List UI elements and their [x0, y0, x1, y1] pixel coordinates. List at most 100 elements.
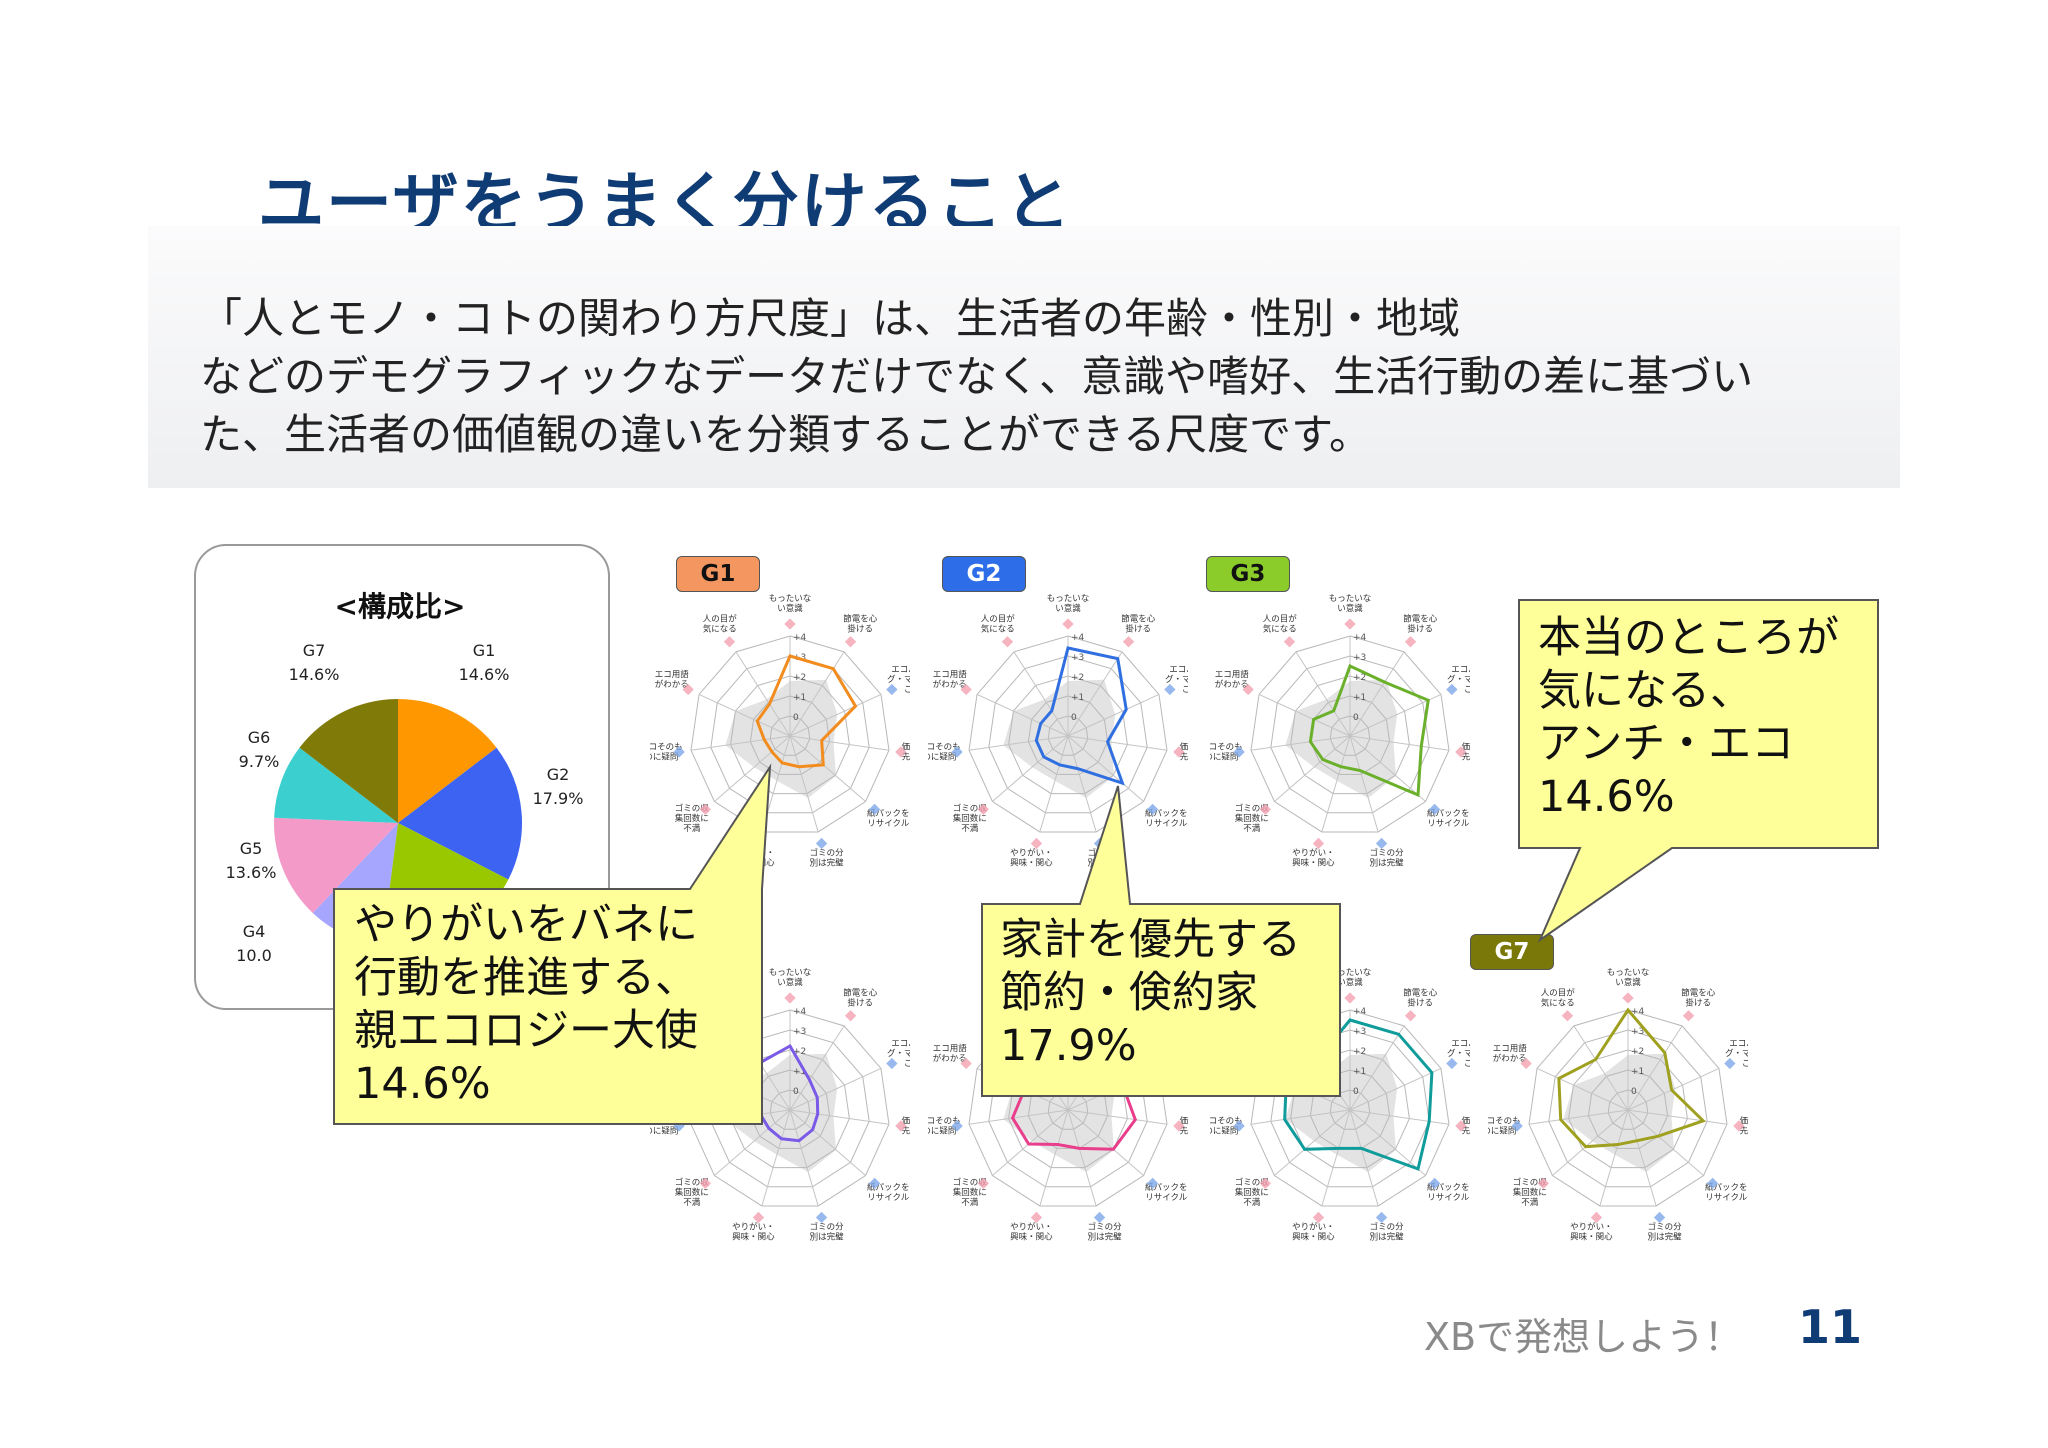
callout-line: やりがいをバネに: [354, 900, 698, 950]
radar-ring: [1548, 1029, 1708, 1188]
radar-ring: [1027, 695, 1109, 775]
radar-axis-label: もったいない意識: [1047, 594, 1090, 614]
lead-line: た、生活者の価値観の違いを分類することができる尺度です。: [200, 410, 1371, 459]
radar-spoke: [789, 735, 819, 833]
radar-spoke: [1067, 735, 1097, 833]
lead-line: 「人とモノ・コトの関わり方尺度」は、生活者の年齢・性別・地域: [200, 294, 1461, 343]
radar-marker: [1446, 1057, 1458, 1070]
radar-tick: +1: [1353, 1067, 1366, 1077]
radar-axis-label: 節電を心掛ける: [1681, 988, 1716, 1009]
radar-spoke: [1274, 1109, 1351, 1176]
radar-series-g2: [1034, 646, 1128, 786]
radar-ring: [1607, 1089, 1649, 1130]
radar-tick: 0: [793, 713, 799, 723]
radar-spoke: [976, 694, 1069, 737]
radar-series-g7: [1557, 1007, 1707, 1149]
radar-tick: +2: [1631, 1047, 1644, 1057]
pie-slice-g6: [274, 747, 398, 823]
radar-spoke: [1349, 1109, 1379, 1207]
radar-marker: [1344, 992, 1356, 1004]
radar-spoke: [789, 1109, 866, 1176]
callout-line: 節約・倹約家: [1000, 968, 1258, 1018]
radar-spoke: [1627, 1109, 1704, 1176]
radar-axis-label: やりがい・興味・関心: [1292, 848, 1335, 869]
radar-spoke: [1599, 1109, 1629, 1207]
radar-axis-label: エコ用語がわかる: [655, 669, 690, 690]
radar-chart-g2: +4+3+2+10もったいない意識節電を心掛けるエコバッグ・マイかご価格を優先し…: [928, 594, 1188, 869]
badge-g7: G7: [1470, 934, 1554, 970]
radar-ring: [1587, 1069, 1669, 1149]
badge-g2: G2: [942, 556, 1026, 592]
radar-tick: +1: [1631, 1067, 1644, 1077]
radar-marker: [1344, 618, 1356, 630]
radar-axis-label: エコそのものに疑問: [1210, 1117, 1243, 1137]
radar-ring: [1250, 635, 1450, 833]
radar-axis-label: 価格を優先しがち: [1462, 742, 1470, 763]
radar-tick: +4: [1353, 1007, 1367, 1017]
radar-spoke: [1321, 1109, 1351, 1207]
radar-spoke: [1552, 1109, 1629, 1176]
radar-marker: [1446, 683, 1458, 696]
radar-marker: [1242, 683, 1254, 696]
radar-axis-label: エコ用語がわかる: [933, 1043, 968, 1064]
radar-tick: +1: [1353, 693, 1366, 703]
radar-spoke: [714, 735, 791, 802]
radar-axis-label: ゴミの収集回数に不満: [1235, 1177, 1270, 1208]
radar-spoke: [1250, 735, 1351, 751]
radar-ring: [730, 675, 850, 795]
radar-ring: [1008, 675, 1128, 795]
radar-spoke: [1250, 1109, 1351, 1125]
callout-line: 気になる、: [1538, 666, 1753, 716]
callout-g1-shape: [333, 763, 772, 1125]
radar-marker: [699, 803, 712, 816]
radar-marker: [1164, 683, 1176, 696]
radar-axis-label: やりがい・興味・関心: [732, 1222, 775, 1243]
pie-slice-g7: [299, 699, 398, 823]
radar-axis-label: ゴミの分別は完璧: [810, 1222, 845, 1243]
radar-axis-label: やりがい・興味・関心: [1010, 1222, 1053, 1243]
radar-spoke: [789, 735, 890, 751]
radar-spoke: [1349, 735, 1379, 833]
radar-axis-label: もったいない意識: [769, 594, 812, 614]
radar-series-g3: [1308, 663, 1430, 798]
radar-axis-label: 紙パックをリサイクル: [867, 808, 910, 829]
radar-spoke: [789, 651, 845, 737]
radar-band: [1285, 679, 1398, 798]
radar-axis-label: 人の目が気になる: [1541, 988, 1576, 1009]
radar-spoke: [789, 1068, 882, 1111]
radar-spoke: [761, 1109, 791, 1207]
radar-marker: [1520, 1057, 1532, 1070]
radar-axis-label: 価格を優先しがち: [1180, 742, 1188, 763]
radar-axis-label: 紙パックをリサイクル: [1427, 808, 1470, 829]
radar-tick: +2: [793, 1047, 806, 1057]
radar-tick: 0: [1353, 1087, 1359, 1097]
callout-line: 行動を推進する、: [354, 953, 698, 1003]
radar-axis-label: ゴミの分別は完璧: [1648, 1222, 1683, 1243]
radar-band: [725, 679, 838, 798]
radar-tick: +3: [1353, 1027, 1366, 1037]
radar-marker: [752, 1211, 765, 1224]
radar-axis-label: エコそのものに疑問: [928, 743, 961, 763]
radar-axis-label: エコバッグ・マイかご: [1725, 1039, 1748, 1069]
radar-axis-label: ゴミの収集回数に不満: [953, 1177, 988, 1208]
radar-spoke: [789, 1109, 819, 1207]
radar-tick: +2: [1353, 673, 1366, 683]
radar-spoke: [1039, 1109, 1069, 1207]
radar-marker: [1062, 618, 1074, 630]
radar-axis-label: 価格を優先しがち: [1180, 1116, 1188, 1137]
radar-ring: [1309, 695, 1391, 775]
badge-g3: G3: [1206, 556, 1290, 592]
radar-tick: +3: [1353, 653, 1366, 663]
radar-ring: [1329, 1089, 1371, 1130]
radar-axis-label: 人の目が気になる: [981, 614, 1016, 635]
radar-ring: [710, 655, 870, 814]
radar-spoke: [1295, 651, 1351, 737]
radar-spoke: [714, 1109, 791, 1176]
radar-axis-label: ゴミの収集回数に不満: [953, 803, 988, 834]
